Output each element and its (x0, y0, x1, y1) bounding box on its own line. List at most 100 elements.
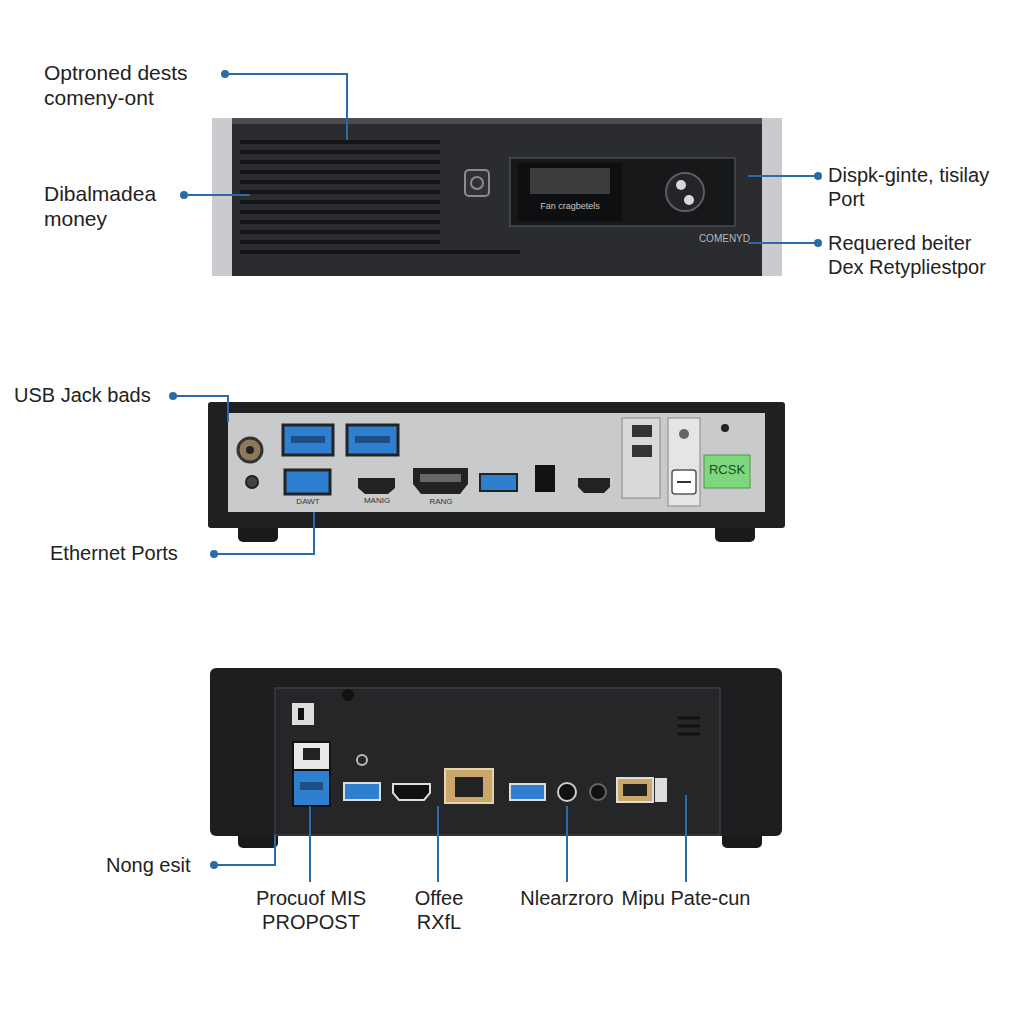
callout-label: Nlearzroro (497, 886, 637, 910)
callout-label: Offee RXfL (403, 886, 475, 934)
switch (672, 470, 696, 494)
callout-label: Nong esit (106, 853, 210, 877)
logo-mark (471, 177, 483, 189)
vent-slot (240, 250, 520, 254)
ethernet-socket (455, 777, 483, 797)
leader-line (217, 835, 275, 865)
usb-port (344, 783, 380, 800)
port-module (622, 418, 660, 498)
vent-slot (240, 200, 440, 204)
audio-jack (590, 784, 606, 800)
audio-jack (238, 438, 262, 462)
vent-slots (240, 142, 520, 252)
leader-dot (814, 172, 822, 180)
display-port (617, 778, 653, 802)
box-device (210, 668, 782, 848)
vent-slot (240, 220, 440, 224)
leader-line (176, 396, 228, 422)
rear-panel (275, 688, 720, 835)
screw (679, 429, 689, 439)
usb-tongue (355, 436, 390, 443)
display-socket (623, 784, 647, 796)
leader-line (187, 194, 250, 196)
device-body (210, 668, 782, 836)
leader-dot (210, 861, 218, 869)
device-body (212, 118, 782, 276)
callout-label: Dispk-ginte, tisilay Port (828, 163, 1010, 211)
vent-slot (240, 210, 440, 214)
led (357, 755, 367, 765)
display-screen (518, 163, 622, 221)
audio-jack-hole (246, 446, 254, 454)
button-dot (684, 195, 694, 205)
screw-hole (342, 689, 354, 701)
dc-jack (535, 465, 555, 492)
leader-line (748, 175, 816, 177)
button-dot (676, 180, 686, 190)
vent-slot (240, 230, 440, 234)
usb-port (283, 425, 333, 455)
front-device (212, 118, 782, 276)
leader-line (566, 806, 568, 882)
port-label: DAWT (283, 497, 333, 507)
model-text: COMENYD (640, 233, 750, 245)
display-text: Fan cragbetels (524, 201, 616, 212)
vent-grille (678, 718, 700, 734)
leader-line (748, 242, 816, 244)
leader-line (437, 806, 439, 882)
callout-label: Dibalmadea money (44, 181, 176, 231)
leader-line (685, 795, 687, 882)
leader-dot (180, 191, 188, 199)
leader-line (228, 74, 347, 140)
callout-label: Mipu Pate-cun (601, 886, 771, 910)
callout-label: Procuof MIS PROPOST (236, 886, 386, 934)
usb-port (293, 770, 330, 806)
hdmi-port (358, 478, 395, 494)
vent-slot (240, 240, 440, 244)
end-cap (762, 118, 782, 276)
green-badge (704, 455, 750, 488)
rear-panel (228, 413, 765, 512)
led (721, 424, 729, 432)
vent-slot (678, 725, 700, 728)
hdmi-port (393, 784, 430, 800)
audio-jack (558, 783, 576, 801)
ethernet-socket (303, 748, 320, 760)
vent-slot (678, 733, 700, 736)
leader-line (217, 512, 314, 554)
display-clip (655, 778, 667, 802)
mini-hdmi-port (578, 478, 610, 493)
usb-tongue (300, 782, 323, 790)
port-label: RANG (413, 497, 469, 507)
small-port (632, 445, 652, 457)
logo-badge (465, 170, 489, 196)
usb-port (480, 474, 517, 491)
vent-slot (678, 717, 700, 720)
ethernet-port (293, 742, 330, 770)
leader-dot (221, 70, 229, 78)
switch (292, 703, 314, 725)
display-panel (510, 158, 735, 226)
port-label: MANIG (352, 496, 402, 506)
vent-slot (240, 190, 440, 194)
vent-slot (240, 170, 440, 174)
leader-dot (169, 392, 177, 400)
vent-slot (240, 160, 440, 164)
badge-text: RCSK (704, 462, 750, 478)
vent-slot (240, 140, 440, 144)
usb-port (347, 425, 398, 455)
end-cap (212, 118, 232, 276)
usb-tongue (291, 436, 325, 443)
switch-mark (677, 481, 691, 483)
small-jack (246, 476, 258, 488)
usb-port (285, 470, 330, 494)
callout-label: Requered beiter Dex Retypliestpor (828, 231, 1008, 279)
callout-label: Ethernet Ports (50, 541, 210, 565)
switch-toggle (298, 708, 304, 720)
display-graphic (530, 168, 610, 194)
port-module (668, 418, 700, 506)
leader-dot (210, 550, 218, 558)
usb-port (510, 784, 545, 800)
vent-slot (240, 150, 440, 154)
